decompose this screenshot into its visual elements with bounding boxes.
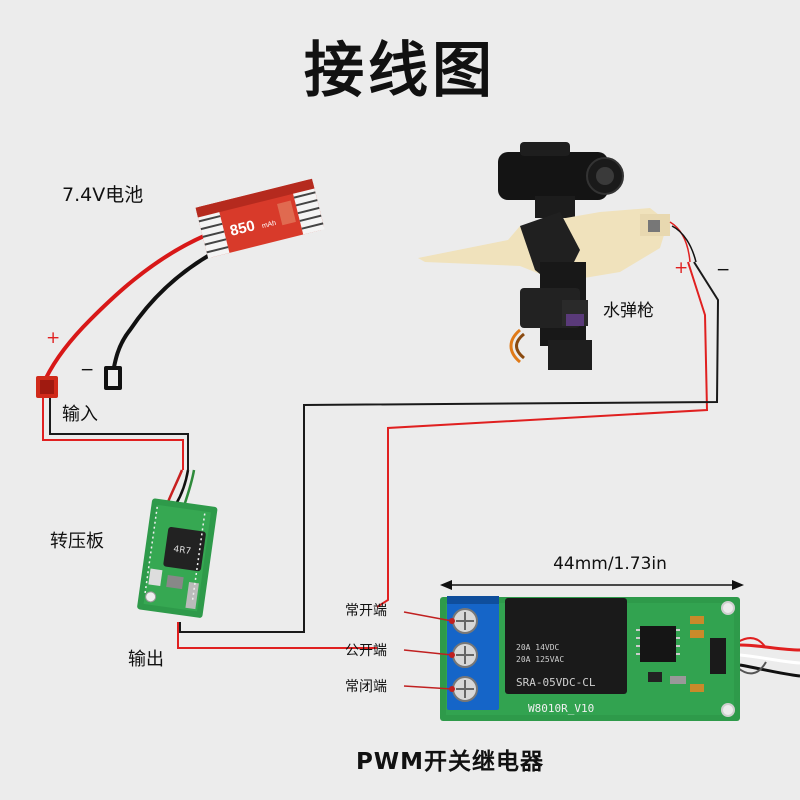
converter-board: 4R7 <box>137 498 218 618</box>
relay-rating-1: 20A 14VDC <box>516 643 560 652</box>
converter-cable <box>166 469 184 503</box>
water-gun <box>418 142 697 370</box>
output-positive-wire <box>177 622 377 649</box>
inductor-marking: 4R7 <box>173 545 192 557</box>
battery-red-lead <box>44 234 205 379</box>
terminal-leaders <box>403 611 453 690</box>
dimension-arrow <box>440 580 744 590</box>
relay-dimension-label: 44mm/1.73in <box>553 554 667 574</box>
battery-unit: mAh <box>261 220 277 230</box>
battery-black-lead <box>110 246 223 379</box>
relay-label: PWM开关继电器 <box>355 749 545 775</box>
wires <box>42 234 800 678</box>
board-model: W8010R_V10 <box>528 702 594 715</box>
terminal-normally-open-label: 常开端 <box>345 603 387 619</box>
output-label: 输出 <box>128 649 164 670</box>
converter-label: 转压板 <box>50 531 104 552</box>
gun-plus-sign: + <box>674 258 689 278</box>
battery-capacity: 850 <box>228 217 256 240</box>
water-gun-label: 水弹枪 <box>603 301 654 321</box>
inductor <box>163 527 206 572</box>
relay-module: 20A 14VDC 20A 125VAC SRA-05VDC-CL W8010R… <box>440 596 740 721</box>
battery-label: 7.4V电池 <box>62 184 144 206</box>
relay-cube <box>505 598 627 694</box>
ic-chip <box>640 626 676 662</box>
terminal-screws <box>452 608 478 702</box>
relay-signal-cable <box>739 643 800 652</box>
page-title: 接线图 <box>304 36 496 106</box>
relay-rating-2: 20A 125VAC <box>516 655 564 664</box>
terminal-normally-closed-label: 常闭端 <box>345 679 387 695</box>
battery-plus-sign: + <box>46 328 61 348</box>
input-negative-wire <box>49 398 189 470</box>
gun-positive-wire <box>376 261 709 608</box>
battery-connectors <box>36 366 122 398</box>
input-positive-wire <box>42 398 184 470</box>
battery-minus-sign: − <box>80 360 95 380</box>
relay-model: SRA-05VDC-CL <box>516 676 596 689</box>
battery: 850 mAh <box>195 178 325 259</box>
gun-negative-wire <box>179 261 720 633</box>
battery-checker-pattern <box>197 188 325 259</box>
gun-minus-sign: − <box>716 260 731 280</box>
input-label: 输入 <box>62 404 98 425</box>
terminal-common-label: 公开端 <box>345 643 387 659</box>
